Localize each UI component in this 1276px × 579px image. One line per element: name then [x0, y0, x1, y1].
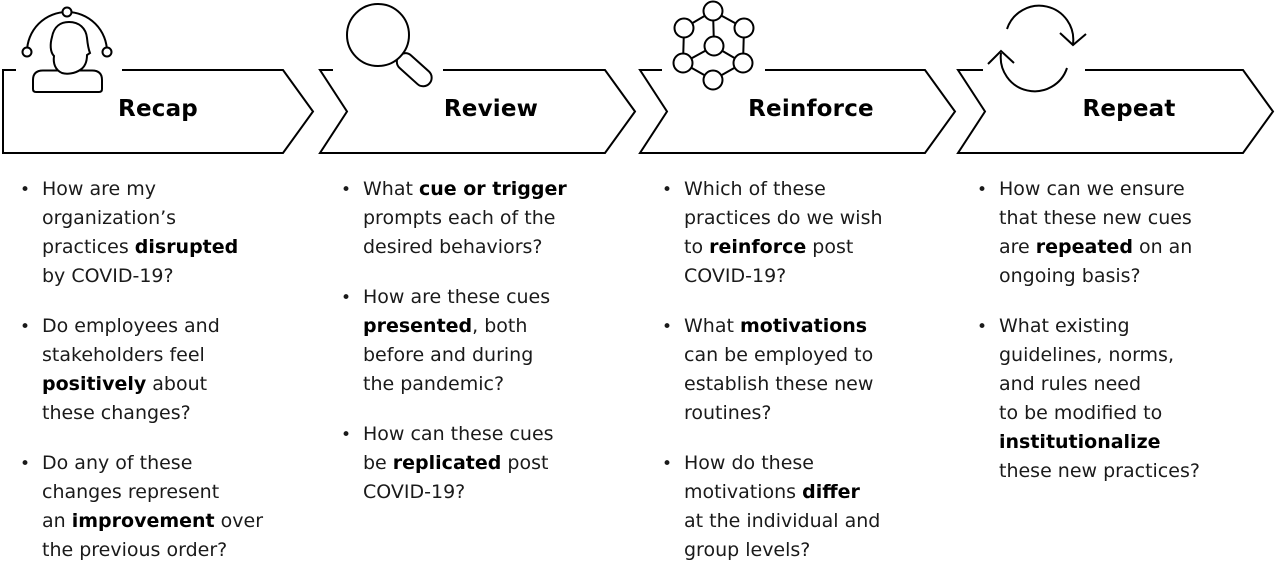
bullet-item: • What motivations can be employed to est…: [660, 312, 940, 428]
bullet-text-pre: Do employees and stakeholders feel: [42, 315, 220, 366]
bullet-text-bold: replicated: [392, 452, 502, 474]
cycle-arrows-icon: [987, 4, 1087, 93]
bullet-text-pre: How can we ensure that these new cues ar…: [999, 178, 1192, 258]
bullet-marker: •: [341, 288, 352, 308]
bullet-text-post: over the previous order?: [42, 510, 264, 561]
bullet-item: •Which of these practices do we wish to …: [660, 175, 940, 291]
bullet-marker: •: [662, 317, 673, 337]
bullet-item: • How can these cues be replicated post C…: [339, 420, 619, 507]
bullet-text-pre: How are my organization’s practices: [42, 178, 177, 258]
stage-label-repeat: Repeat: [1082, 96, 1176, 122]
chevron-banner-reinforce: [638, 69, 957, 154]
bullet-text-post: by COVID-19?: [42, 265, 174, 287]
stage-label-review: Review: [443, 96, 539, 122]
bullet-text-pre: How do these motivations: [684, 452, 814, 503]
bullet-text-pre: What existing guidelines, norms, and rul…: [999, 315, 1174, 424]
bullet-item: • How do these motivations differ at the …: [660, 449, 940, 565]
bullet-text-post: on an ongoing basis?: [999, 236, 1193, 287]
bullet-text-bold: presented: [363, 315, 473, 337]
bullet-item: • How are my organization’s practices dis…: [18, 175, 298, 291]
bullet-text-bold: motivations: [739, 315, 868, 337]
bullet-text-post: can be employed to establish these new r…: [684, 344, 874, 424]
bullet-text-pre: How are these cues: [363, 286, 551, 308]
bullet-marker: •: [341, 425, 352, 445]
person-network-icon: [21, 6, 113, 93]
bullet-marker: •: [977, 317, 988, 337]
question-column-recap: • How are my organization’s practices dis…: [18, 175, 298, 579]
bullet-text-bold: institutionalize: [999, 431, 1161, 453]
chevron-banner-review: [318, 69, 637, 154]
question-column-reinforce: •Which of these practices do we wish to …: [660, 175, 940, 579]
question-column-repeat: • How can we ensure that these new cues a…: [975, 175, 1255, 507]
bullet-text-post: at the individual and group levels?: [684, 510, 881, 561]
bullet-text-pre: Which of these practices do we wish to: [684, 178, 883, 258]
bullet-text-bold: cue or trigger: [418, 178, 567, 200]
bullet-text-pre: What: [363, 178, 419, 200]
bullet-text-post: these new practices?: [999, 460, 1200, 482]
bullet-marker: •: [977, 180, 988, 200]
magnifier-icon: [346, 3, 433, 88]
bullet-text-bold: positively: [42, 373, 147, 395]
bullet-marker: •: [20, 454, 31, 474]
network-nodes-icon: [672, 0, 755, 91]
bullet-item: • What existing guidelines, norms, and ru…: [975, 312, 1255, 486]
bullet-text-bold: repeated: [1035, 236, 1133, 258]
bullet-text-post: post COVID-19?: [363, 452, 549, 503]
stage-label-reinforce: Reinforce: [748, 96, 874, 122]
bullet-marker: •: [20, 180, 31, 200]
bullet-text-post: post COVID-19?: [684, 236, 854, 287]
bullet-text-pre: Do any of these changes represent an: [42, 452, 220, 532]
bullet-marker: •: [662, 180, 673, 200]
bullet-text-bold: differ: [802, 481, 860, 503]
question-column-review: • What cue or trigger prompts each of the…: [339, 175, 619, 528]
bullet-text-bold: disrupted: [134, 236, 239, 258]
bullet-text-bold: improvement: [71, 510, 215, 532]
bullet-item: • How can we ensure that these new cues a…: [975, 175, 1255, 291]
bullet-item: • What cue or trigger prompts each of the…: [339, 175, 619, 262]
bullet-marker: •: [662, 454, 673, 474]
bullet-marker: •: [20, 317, 31, 337]
bullet-marker: •: [341, 180, 352, 200]
bullet-text-pre: What: [684, 315, 740, 337]
bullet-item: • How are these cues presented, both befo…: [339, 283, 619, 399]
bullet-item: • Do any of these changes represent an im…: [18, 449, 298, 565]
bullet-text-bold: reinforce: [709, 236, 807, 258]
bullet-item: • Do employees and stakeholders feel posi…: [18, 312, 298, 428]
bullet-text-post: , both before and during the pandemic?: [363, 315, 534, 395]
bullet-text-post: about these changes?: [42, 373, 208, 424]
bullet-text-post: prompts each of the desired behaviors?: [363, 207, 556, 258]
bullet-text-pre: How can these cues be: [363, 423, 554, 474]
stage-label-recap: Recap: [118, 96, 198, 122]
